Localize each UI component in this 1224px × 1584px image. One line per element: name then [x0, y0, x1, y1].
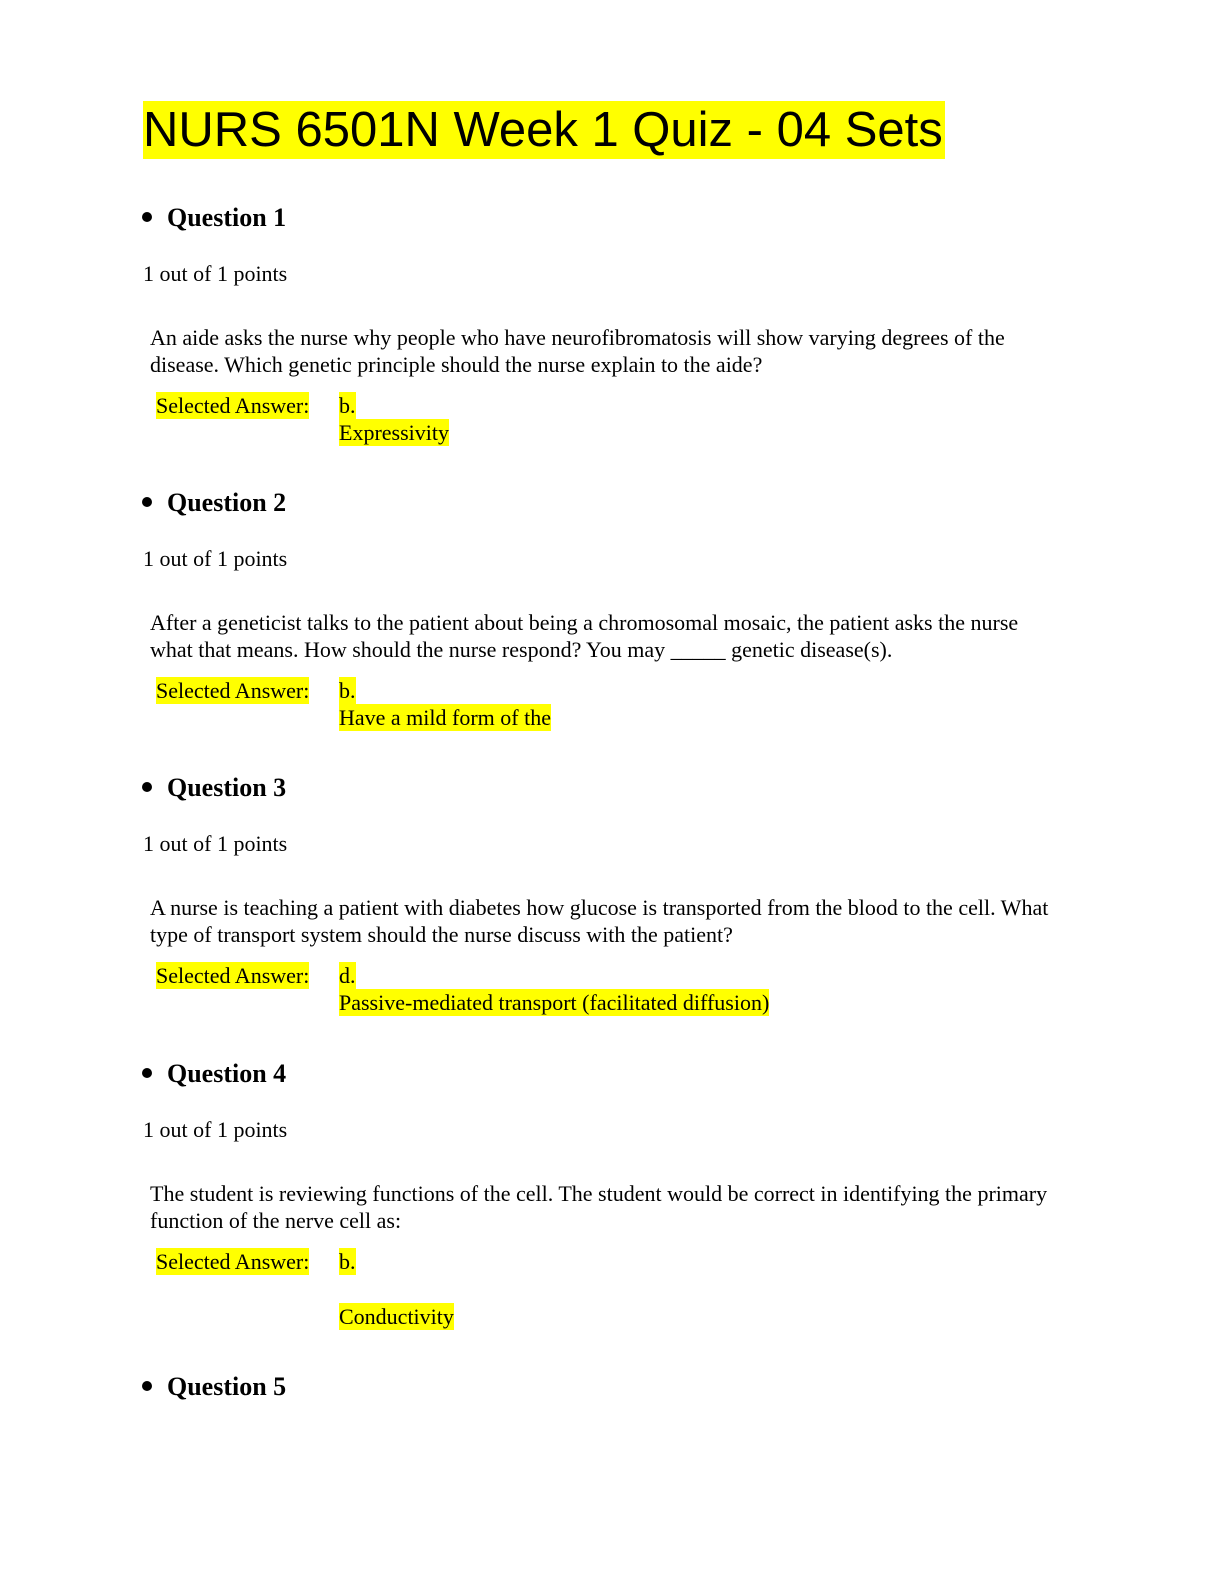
question-text: The student is reviewing functions of th…	[150, 1181, 1048, 1233]
points: 1 out of 1 points	[143, 261, 288, 286]
question-heading: Question 1	[142, 201, 286, 235]
answer-text: Have a mild form of the	[339, 704, 551, 731]
question-heading-text: Question 4	[167, 1059, 287, 1088]
question-text: After a geneticist talks to the patient …	[150, 610, 1019, 662]
question-heading-text: Question 1	[167, 203, 287, 232]
document-title: NURS 6501N Week 1 Quiz - 04 Sets	[143, 101, 945, 159]
question-heading: Question 3	[142, 771, 286, 805]
answer-text: Conductivity	[339, 1303, 454, 1330]
selected-answer-label: Selected Answer:	[156, 1248, 310, 1275]
question-heading: Question 2	[142, 486, 286, 520]
bullet-icon	[142, 782, 152, 793]
question-heading: Question 5	[142, 1370, 286, 1404]
answer-letter: b.	[339, 1248, 356, 1275]
bullet-icon	[142, 212, 152, 223]
points: 1 out of 1 points	[143, 831, 288, 856]
bullet-icon	[142, 1068, 152, 1079]
question-heading-text: Question 5	[167, 1372, 287, 1401]
question-heading-text: Question 2	[167, 488, 287, 517]
bullet-icon	[142, 1381, 152, 1392]
answer-text: Passive-mediated transport (facilitated …	[339, 989, 770, 1016]
question-heading: Question 4	[142, 1057, 286, 1091]
answer-letter: d.	[339, 962, 356, 989]
answer-text: Expressivity	[339, 419, 449, 446]
answer-letter: b.	[339, 392, 356, 419]
points: 1 out of 1 points	[143, 1117, 288, 1142]
bullet-icon	[142, 497, 152, 508]
answer-letter: b.	[339, 677, 356, 704]
question-text: A nurse is teaching a patient with diabe…	[150, 895, 1049, 947]
selected-answer-label: Selected Answer:	[156, 677, 310, 704]
question-heading-text: Question 3	[167, 773, 287, 802]
points: 1 out of 1 points	[143, 546, 288, 571]
selected-answer-label: Selected Answer:	[156, 962, 310, 989]
question-text: An aide asks the nurse why people who ha…	[150, 325, 1005, 377]
selected-answer-label: Selected Answer:	[156, 392, 310, 419]
